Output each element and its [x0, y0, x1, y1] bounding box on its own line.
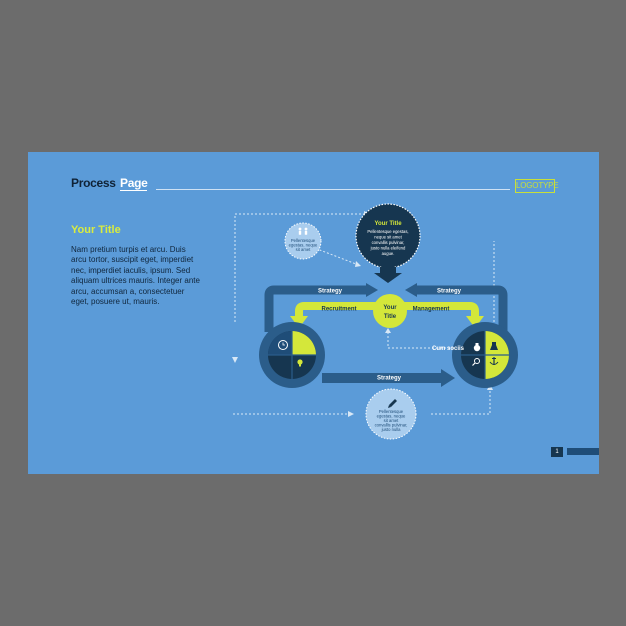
dotted-connectors [233, 213, 495, 415]
small-bottom-node: Pellentesque egestas, neque sit amet con… [365, 388, 417, 440]
strategy-arrow-left [264, 283, 378, 332]
small-bottom-node-text: justo nulla [381, 427, 402, 432]
small-bottom-node-text: Pellentesque [379, 409, 404, 414]
strategy-arrow-bottom [322, 369, 455, 387]
small-top-node-text: egestas, neque [289, 243, 318, 248]
connector-arrowhead [385, 328, 391, 333]
pencil-icon [388, 399, 397, 408]
left-wheel-node [259, 322, 325, 388]
strategy-label-bottom: Strategy [377, 376, 402, 382]
top-node: Your Title Pellentesque egestas, neque s… [355, 203, 421, 283]
top-node-text-line: convallis pulvinar, [372, 240, 405, 245]
sidebar-body: Nam pretium turpis et arcu. Duis arcu to… [71, 245, 200, 307]
connector-arrowhead [355, 261, 361, 267]
small-bottom-node-text: egestas, neque [377, 414, 406, 419]
lightbulb-icon [297, 359, 303, 367]
small-top-node-text: sit amet [296, 247, 311, 252]
strategy-label-top-right: Strategy [437, 289, 462, 295]
right-wheel-node [452, 322, 518, 388]
top-node-text-line: justo nulla eleifend [370, 246, 406, 251]
footer-bar [567, 448, 599, 455]
management-label: Management [413, 307, 450, 313]
logotype: LOGOTYPE [515, 179, 559, 193]
cum-sociis-label: Cum sociis [432, 346, 465, 352]
connector-arrowhead [232, 357, 238, 363]
small-bottom-node-text: sit amet [384, 418, 399, 423]
top-node-title: Your Title [374, 221, 402, 227]
top-node-text-line: neque sit amet [374, 235, 402, 240]
small-top-node-text: Pellentesque [291, 238, 316, 243]
money-bag-icon [473, 343, 481, 352]
recruitment-label: Recruitment [321, 307, 356, 313]
center-node-line1: Your [383, 305, 397, 311]
magnifier-icon [472, 358, 480, 366]
center-node-line2: Title [384, 314, 397, 320]
sidebar-title: Your Title [71, 224, 121, 236]
center-node: Your Title [373, 294, 407, 328]
strategy-label-top-left: Strategy [318, 289, 343, 295]
people-icon [298, 227, 308, 235]
flask-icon [490, 342, 498, 350]
page-title-part1: Process [71, 176, 116, 190]
small-bottom-node-text: convallis pulvinar, [375, 423, 408, 428]
top-node-text-line: augue. [382, 251, 395, 256]
small-top-node: Pellentesque egestas, neque sit amet [284, 222, 322, 260]
clock-icon [278, 340, 288, 350]
page-number: 1 [551, 447, 563, 457]
anchor-icon [489, 357, 499, 365]
top-node-text-line: Pellentesque egestas, [367, 229, 408, 234]
title-divider [156, 189, 510, 190]
page-title-part2: Page [120, 176, 148, 191]
slide: Process Page LOGOTYPE Your Title Nam pre… [28, 152, 599, 474]
process-diagram: Strategy Strategy Recruitment Management… [232, 203, 518, 440]
strategy-arrow-right [405, 283, 508, 332]
connector-arrowhead [348, 411, 354, 417]
